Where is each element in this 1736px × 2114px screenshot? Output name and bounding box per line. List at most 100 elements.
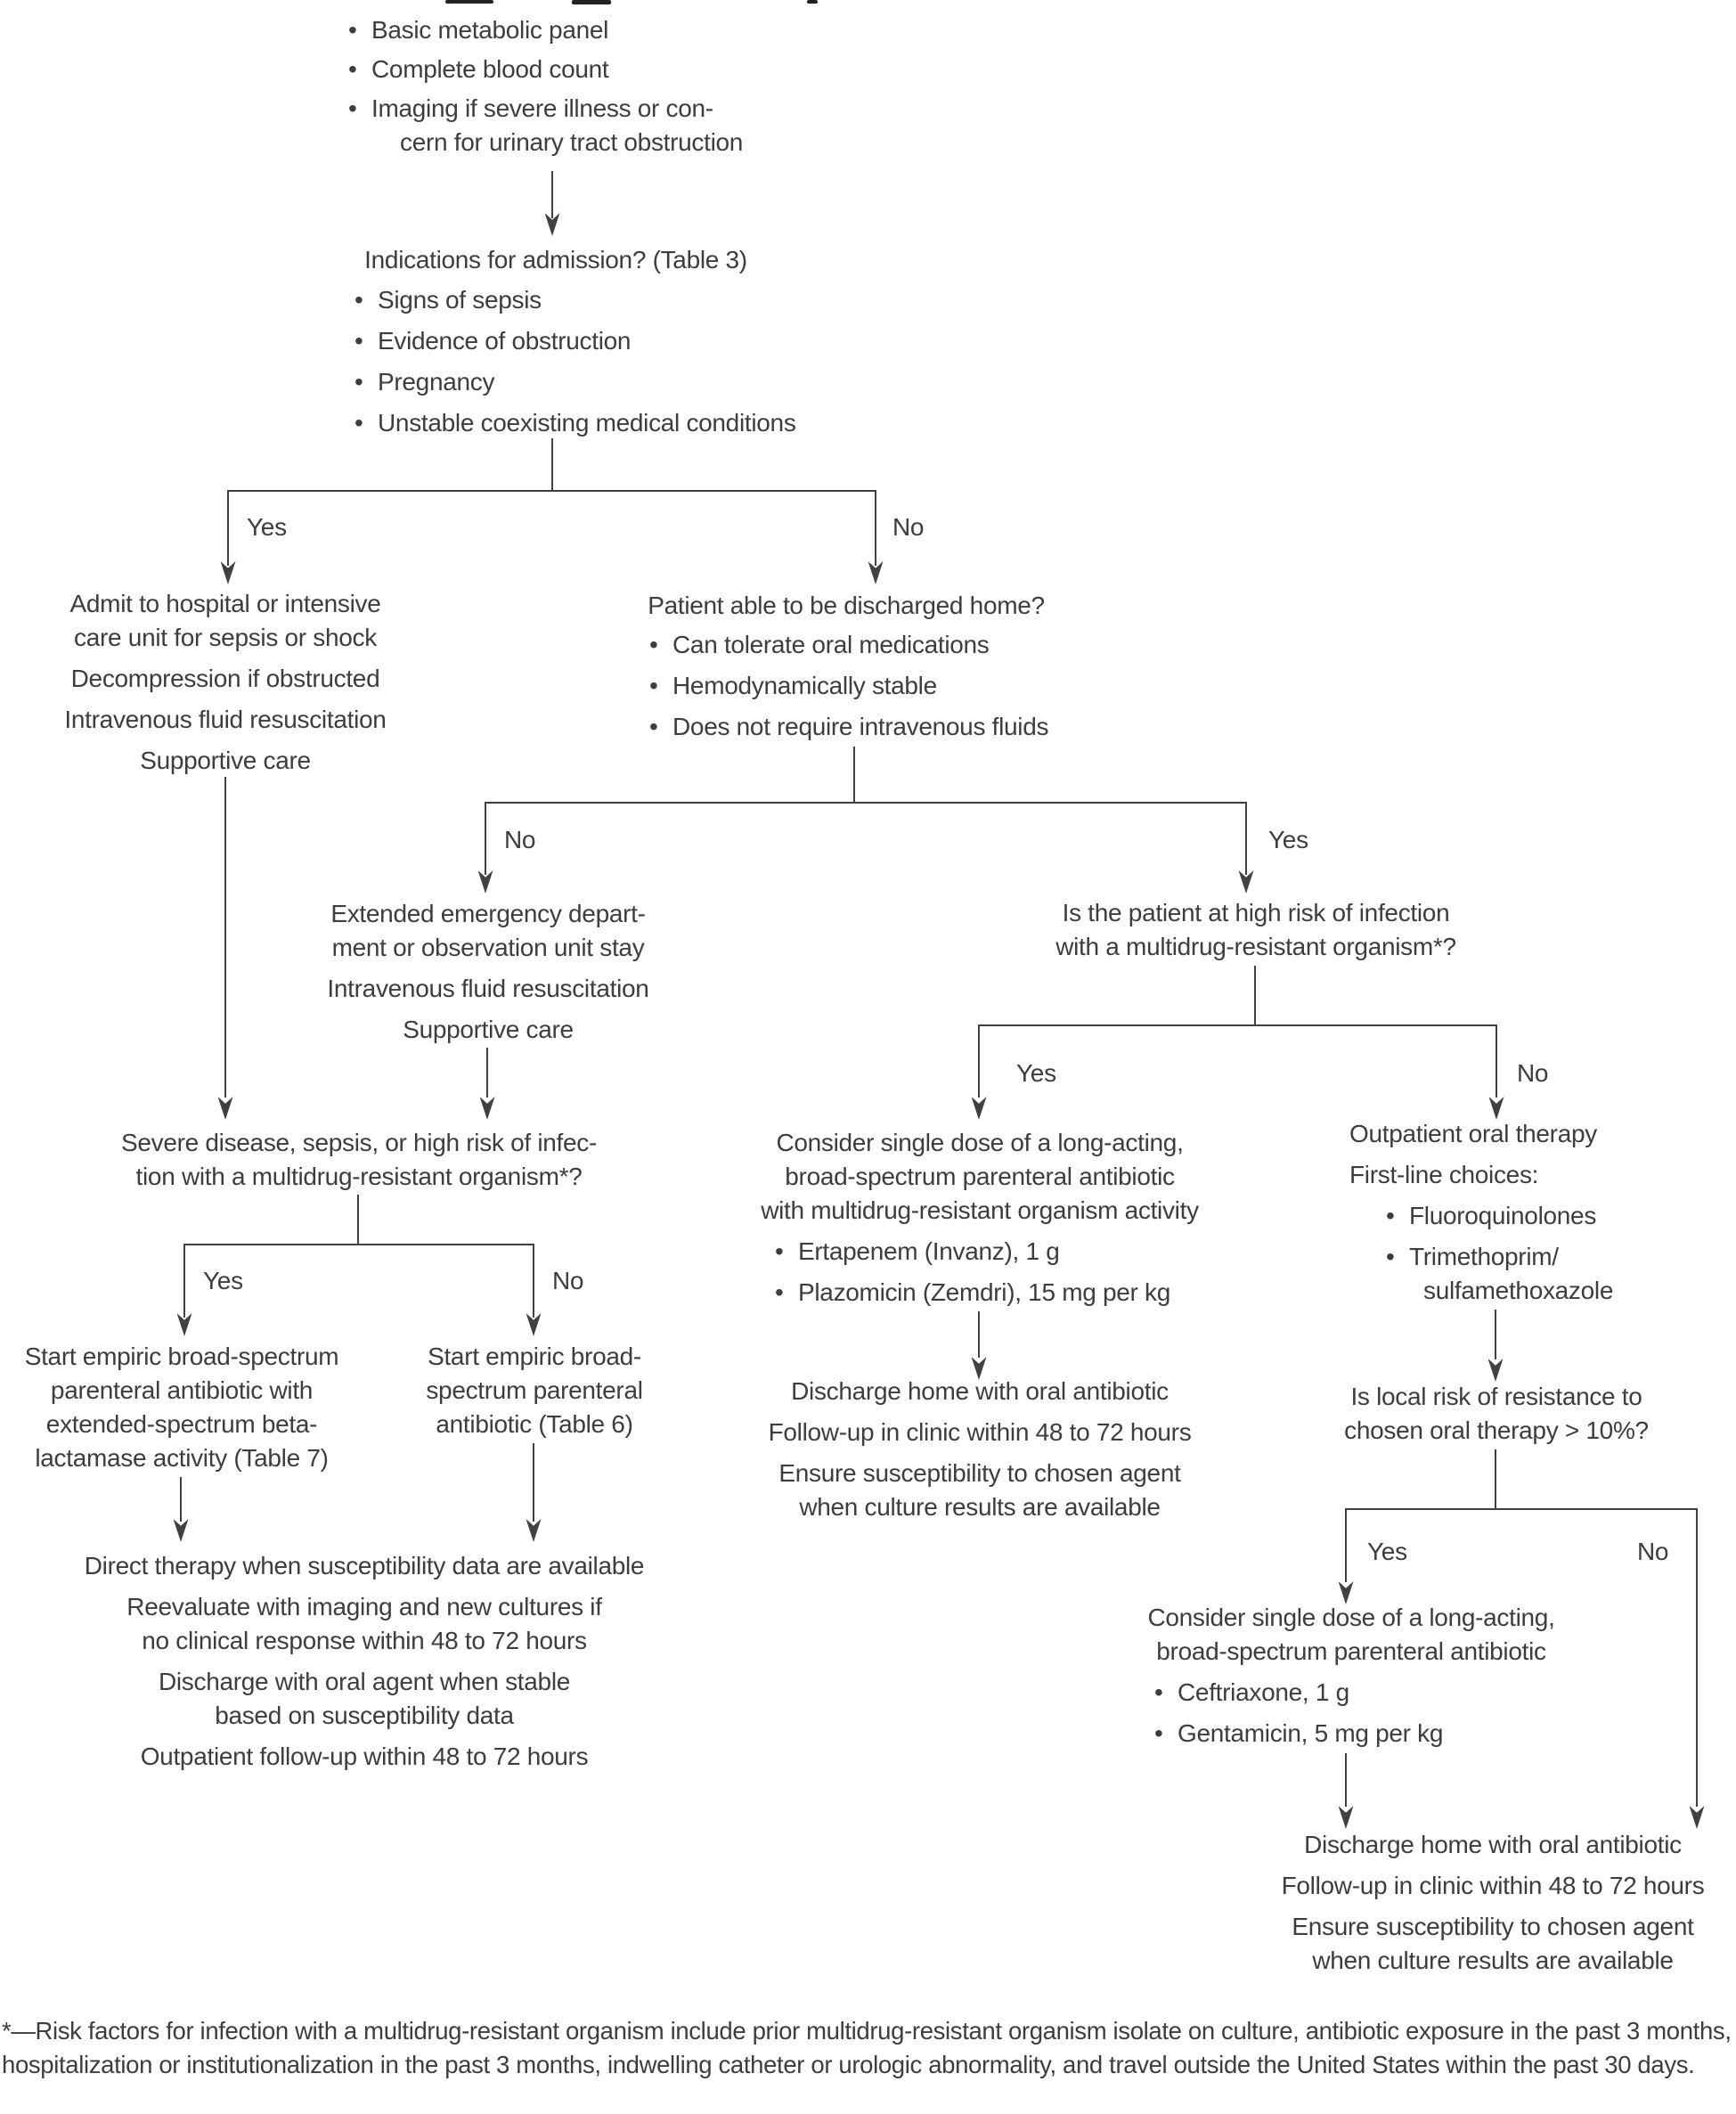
- connector-line: [183, 1245, 186, 1318]
- connector-line: [1244, 803, 1248, 875]
- bullet-icon: •: [348, 55, 357, 83]
- discharge-question-title: Patient able to be discharged home?: [615, 589, 1078, 623]
- list-item: • Hemodynamically stable: [644, 669, 1048, 703]
- list-item-label: Basic metabolic panel: [371, 16, 609, 44]
- list-item-label: Unstable coexisting medical conditions: [378, 409, 796, 437]
- branch-label-yes: Yes: [1016, 1059, 1056, 1087]
- list-item: • Imaging if severe illness or con- cern…: [343, 92, 743, 159]
- list-item: • Unstable coexisting medical conditions: [349, 406, 796, 440]
- branch-label-yes: Yes: [1268, 826, 1308, 853]
- list-item-label: Can tolerate oral medications: [672, 631, 990, 658]
- text-line: Start empiric broad-spectrum: [24, 1343, 339, 1370]
- text-line: ment or observation unit stay: [331, 934, 645, 961]
- list-item-label: Ertapenem (Invanz), 1 g: [798, 1237, 1060, 1265]
- connector-line: [1494, 1310, 1497, 1359]
- outpatient-drug-list: • Fluoroquinolones • Trimethoprim/ sulfa…: [1381, 1199, 1613, 1315]
- list-item: • Basic metabolic panel: [343, 13, 743, 47]
- admit-hospital-block: Admit to hospital or intensive care unit…: [20, 587, 430, 778]
- list-item: • Does not require intravenous fluids: [644, 710, 1049, 744]
- start-standard-antibiotic-block: Start empiric broad- spectrum parenteral…: [401, 1340, 668, 1441]
- list-item: • Signs of sepsis: [349, 283, 796, 317]
- list-item: • Ceftriaxone, 1 g: [1149, 1676, 1443, 1710]
- list-item: • Trimethoprim/ sulfamethoxazole: [1381, 1240, 1613, 1308]
- text-line: Follow-up in clinic within 48 to 72 hour…: [1281, 1872, 1705, 1899]
- text-line: Intravenous fluid resuscitation: [64, 706, 387, 733]
- text-line: Ensure susceptibility to chosen agent: [778, 1459, 1181, 1487]
- text-line: Discharge home with oral antibiotic: [791, 1377, 1169, 1405]
- text-line: Start empiric broad-: [428, 1343, 641, 1370]
- branch-label-no: No: [1517, 1059, 1549, 1087]
- question-text: chosen oral therapy > 10%?: [1344, 1416, 1649, 1444]
- text-line: Consider single dose of a long-acting,: [776, 1129, 1184, 1156]
- connector-line: [532, 1443, 535, 1522]
- connector-line: [1695, 1509, 1699, 1807]
- connector-line: [356, 1195, 360, 1245]
- discharge-criteria-list: • Can tolerate oral medications • Hemody…: [644, 628, 1049, 751]
- arrow-down-icon: [971, 1097, 987, 1120]
- bullet-icon: •: [355, 286, 363, 314]
- severe-disease-question: Severe disease, sepsis, or high risk of …: [65, 1126, 653, 1194]
- connector-line: [485, 1048, 489, 1098]
- list-item-label: sulfamethoxazole: [1423, 1277, 1614, 1304]
- branch-label-yes: Yes: [1367, 1538, 1407, 1565]
- connector-line: [1344, 1509, 1348, 1582]
- question-text: Is the patient at high risk of infection: [1062, 899, 1450, 926]
- admission-criteria-list: • Signs of sepsis • Evidence of obstruct…: [349, 283, 796, 447]
- connector-line: [532, 1245, 535, 1318]
- text-line: Ensure susceptibility to chosen agent: [1292, 1913, 1694, 1940]
- text-line: Intravenous fluid resuscitation: [327, 975, 649, 1002]
- connector-line: [1495, 1025, 1498, 1098]
- text-line: Extended emergency depart-: [330, 900, 646, 927]
- branch-label-yes: Yes: [247, 513, 287, 541]
- text-line: Outpatient oral therapy: [1349, 1120, 1597, 1147]
- bullet-icon: •: [649, 631, 658, 658]
- text-line: lactamase activity (Table 7): [35, 1444, 329, 1472]
- connector-line: [874, 491, 877, 566]
- question-text: tion with a multidrug-resistant organism…: [135, 1163, 583, 1190]
- connector-line: [1344, 1507, 1698, 1511]
- list-item: • Gentamicin, 5 mg per kg: [1149, 1717, 1443, 1751]
- text-line: Direct therapy when susceptibility data …: [84, 1552, 645, 1579]
- question-text: Severe disease, sepsis, or high risk of …: [120, 1129, 597, 1156]
- connector-line: [484, 803, 487, 875]
- footnote: *—Risk factors for infection with a mult…: [2, 2017, 1732, 2078]
- direct-therapy-block: Direct therapy when susceptibility data …: [26, 1549, 703, 1774]
- arrow-down-icon: [1689, 1806, 1705, 1829]
- text-line: broad-spectrum parenteral antibiotic: [785, 1163, 1175, 1190]
- clipped-text-fragment: [807, 0, 818, 4]
- question-text: Patient able to be discharged home?: [648, 592, 1045, 619]
- discharge-mdro-block: Discharge home with oral antibiotic Foll…: [721, 1375, 1238, 1524]
- bullet-icon: •: [348, 94, 357, 122]
- connector-line: [550, 171, 554, 218]
- bullet-icon: •: [775, 1278, 784, 1306]
- connector-line: [183, 1243, 534, 1246]
- list-item: • Fluoroquinolones: [1381, 1199, 1613, 1233]
- question-text: with a multidrug-resistant organism*?: [1055, 933, 1456, 960]
- text-line: when culture results are available: [1312, 1947, 1674, 1974]
- text-line: Discharge with oral agent when stable: [158, 1668, 571, 1695]
- list-item-label: Imaging if severe illness or con-: [371, 94, 713, 122]
- outpatient-therapy-block: Outpatient oral therapy First-line choic…: [1349, 1117, 1597, 1192]
- text-line: extended-spectrum beta-: [45, 1410, 318, 1438]
- text-line: Supportive care: [140, 747, 311, 774]
- branch-label-no: No: [1637, 1538, 1669, 1565]
- list-item-label: Evidence of obstruction: [378, 327, 632, 355]
- arrow-down-icon: [526, 1519, 542, 1542]
- list-item: • Can tolerate oral medications: [644, 628, 1048, 662]
- list-item: • Plazomicin (Zemdri), 15 mg per kg: [770, 1276, 1170, 1310]
- parenteral-single-dose-block: Consider single dose of a long-acting, b…: [1102, 1601, 1601, 1669]
- connector-line: [1344, 1753, 1348, 1807]
- text-line: Discharge home with oral antibiotic: [1304, 1831, 1682, 1858]
- text-line: Consider single dose of a long-acting,: [1147, 1604, 1555, 1631]
- list-item-label: Fluoroquinolones: [1409, 1202, 1597, 1229]
- start-esbl-antibiotic-block: Start empiric broad-spectrum parenteral …: [4, 1340, 360, 1475]
- mdro-risk-question: Is the patient at high risk of infection…: [1007, 896, 1505, 964]
- text-line: spectrum parenteral: [426, 1376, 643, 1404]
- text-line: First-line choices:: [1349, 1161, 1539, 1188]
- text-line: Admit to hospital or intensive: [69, 590, 381, 617]
- bullet-icon: •: [355, 327, 363, 355]
- text-line: based on susceptibility data: [215, 1702, 514, 1729]
- connector-line: [179, 1477, 183, 1522]
- text-line: when culture results are available: [799, 1493, 1161, 1521]
